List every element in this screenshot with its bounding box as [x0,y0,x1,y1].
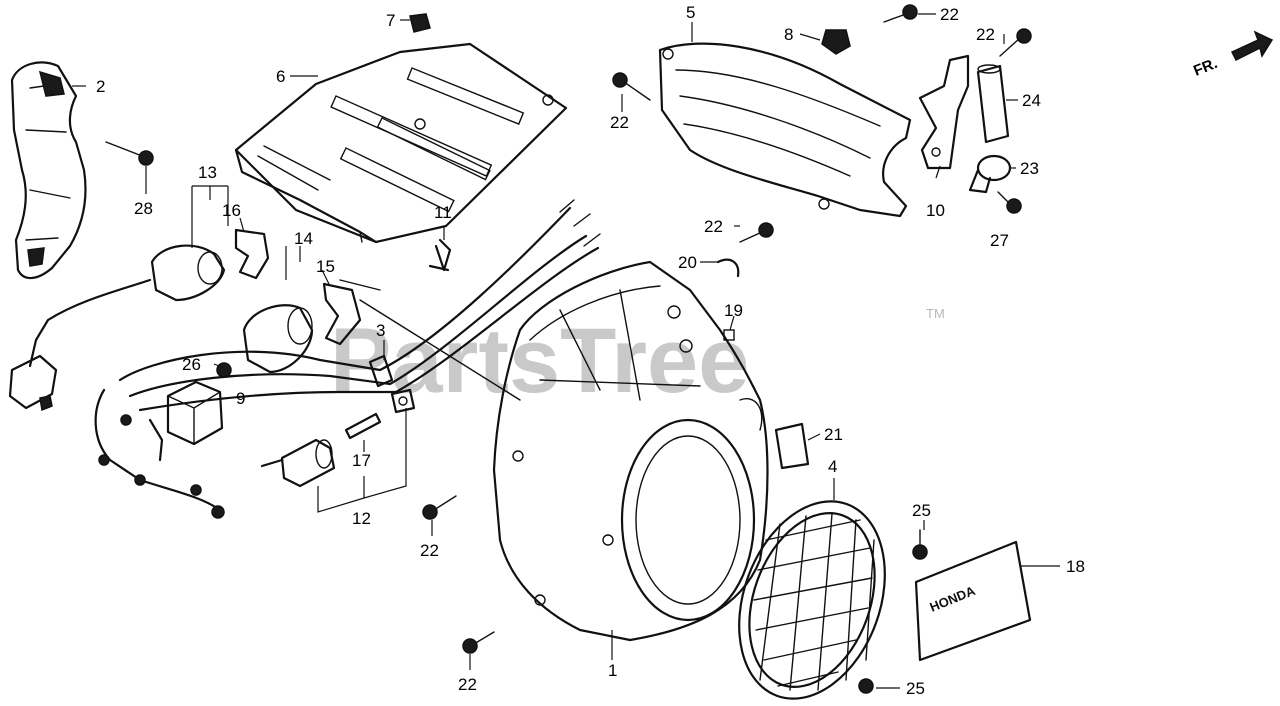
callout-25-lower: 25 [906,679,925,698]
watermark-trademark: TM [926,306,945,321]
callout-22-middle: 22 [420,541,439,560]
callout-22-left: 22 [610,113,629,132]
leader-lines [72,13,1060,689]
part-17-pin[interactable] [344,412,382,440]
part-22-bolt-middle[interactable] [422,495,457,520]
part-18-nameplate[interactable]: HONDA [914,540,1032,662]
part-12-stop-switch[interactable] [260,438,336,488]
part-28-bolt[interactable] [105,141,154,166]
part-10-bracket[interactable] [918,54,970,170]
part-9-module[interactable] [148,380,224,462]
callout-1: 1 [608,661,617,680]
part-22-bolt-mid-right[interactable] [739,222,774,243]
callout-20: 20 [678,253,697,272]
callout-14: 14 [294,229,313,248]
nameplate-brand-text: HONDA [928,583,978,615]
front-direction-marker: FR. [1191,30,1274,80]
part-22-bolt-right[interactable] [999,28,1032,57]
callout-18: 18 [1066,557,1085,576]
callout-22-top: 22 [940,5,959,24]
part-7-grommet[interactable] [409,13,431,33]
part-4-grille[interactable] [713,481,911,706]
callout-9: 9 [236,389,245,408]
callout-22-mid-right: 22 [704,217,723,236]
callout-19: 19 [724,301,743,320]
fr-label: FR. [1191,55,1220,80]
part-20-clip[interactable] [716,258,740,278]
part-1-fan-cover[interactable] [492,260,769,642]
part-24-tube[interactable] [976,64,1010,144]
part-26-bolt[interactable] [216,362,232,378]
callout-26: 26 [182,355,201,374]
callout-22-bottom: 22 [458,675,477,694]
part-22-bolt-top[interactable] [883,4,918,23]
fr-arrow-icon [1230,30,1274,62]
part-16-bracket[interactable] [234,228,270,280]
callout-3: 3 [376,321,385,340]
watermark-text: PartsTree [330,310,749,412]
callout-5: 5 [686,3,695,22]
part-2-side-bracket[interactable] [10,61,87,280]
callout-16: 16 [222,201,241,220]
part-14-condenser[interactable] [242,304,314,374]
part-25-bolt-lower[interactable] [858,678,874,694]
callout-27: 27 [990,231,1009,250]
part-22-bolt-left[interactable] [612,72,651,101]
part-22-bolt-bottom[interactable] [462,631,495,654]
callout-2: 2 [96,77,105,96]
callout-10: 10 [926,201,945,220]
callout-25-upper: 25 [912,501,931,520]
callout-11: 11 [434,203,452,222]
callout-15: 15 [316,257,335,276]
part-6-top-cover[interactable] [234,42,568,244]
part-25-bolt-upper[interactable] [912,529,928,560]
part-15-bracket[interactable] [322,282,362,346]
callout-28: 28 [134,199,153,218]
part-11-wire-clip[interactable] [428,238,452,272]
callout-22-right: 22 [976,25,995,44]
callout-17: 17 [352,451,371,470]
part-13-ignition-coil[interactable] [8,244,226,412]
callout-7: 7 [386,11,395,30]
part-27-bolt[interactable] [997,191,1022,214]
part-23-clamp[interactable] [968,154,1012,194]
callout-8: 8 [784,25,793,44]
callout-24: 24 [1022,91,1041,110]
part-nut-grommet[interactable] [390,388,416,414]
part-21-label[interactable] [774,422,810,470]
part-5-upper-shroud[interactable] [658,42,912,218]
callout-6: 6 [276,67,285,86]
callout-12: 12 [352,509,371,528]
callout-21: 21 [824,425,843,444]
callout-4: 4 [828,457,837,476]
callout-23: 23 [1020,159,1039,178]
callout-labels: 2 7 6 5 8 22 22 24 23 10 27 22 22 20 19 … [96,3,1085,698]
callout-13: 13 [198,163,217,182]
part-8-clip[interactable] [821,29,851,55]
